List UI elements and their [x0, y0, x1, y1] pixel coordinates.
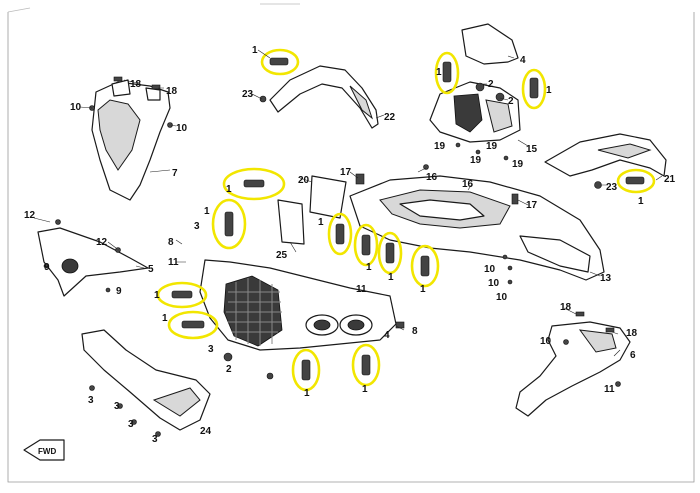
highlight-ring: [260, 48, 300, 76]
highlight-ring: [410, 244, 440, 288]
callout-19: 19: [434, 141, 446, 152]
callout-8: 8: [168, 237, 174, 248]
callout-1: 1: [304, 388, 310, 399]
highlight-ring: [434, 51, 460, 95]
callout-10: 10: [496, 292, 508, 303]
callout-10: 10: [540, 336, 552, 347]
highlight-ring: [521, 68, 547, 110]
callout-18: 18: [130, 79, 142, 90]
callout-1: 1: [318, 217, 324, 228]
callout-6: 6: [630, 350, 636, 361]
callout-13: 13: [600, 273, 612, 284]
callout-3: 3: [128, 419, 134, 430]
callout-19: 19: [512, 159, 524, 170]
leader-lines: [33, 49, 663, 357]
callout-1: 1: [436, 67, 442, 78]
frame: [7, 12, 695, 483]
callout-1: 1: [154, 290, 160, 301]
callout-2: 2: [226, 364, 232, 375]
callout-7: 7: [172, 168, 178, 179]
highlight-ring: [351, 343, 381, 387]
callout-8: 8: [412, 326, 418, 337]
right-lower-panel: [515, 311, 631, 417]
callout-17: 17: [526, 200, 538, 211]
callout-25: 25: [276, 250, 288, 261]
highlight-ring: [353, 223, 379, 267]
highlight-ring: [616, 168, 656, 194]
callout-18: 18: [166, 86, 178, 97]
highlight-ring: [327, 212, 353, 256]
callout-5: 5: [148, 264, 154, 275]
callout-10: 10: [176, 123, 188, 134]
callout-12: 12: [96, 237, 108, 248]
fwd-badge-text: FWD: [38, 447, 56, 456]
callout-3: 3: [114, 401, 120, 412]
callout-3: 3: [152, 434, 158, 445]
callout-9: 9: [44, 262, 50, 273]
callout-19: 19: [486, 141, 498, 152]
callout-1: 1: [252, 45, 258, 56]
callout-17: 17: [340, 167, 352, 178]
callout-18: 18: [560, 302, 572, 313]
callout-4: 4: [384, 330, 390, 341]
callout-9: 9: [116, 286, 122, 297]
callout-20: 20: [298, 175, 310, 186]
callout-22: 22: [384, 112, 396, 123]
handlebar-cover-assembly: [429, 23, 521, 161]
highlight-ring: [291, 348, 321, 392]
left-side-panel: [89, 76, 173, 201]
callout-2: 2: [488, 79, 494, 90]
callout-3: 3: [208, 344, 214, 355]
callout-1: 1: [546, 85, 552, 96]
callout-1: 1: [362, 384, 368, 395]
callout-12: 12: [24, 210, 36, 221]
callout-1: 1: [420, 284, 426, 295]
callout-1: 1: [162, 313, 168, 324]
front-fender-arch: [259, 65, 379, 129]
decal-plates: [277, 175, 347, 245]
callout-1: 1: [204, 206, 210, 217]
callout-23: 23: [606, 182, 618, 193]
callout-1: 1: [366, 262, 372, 273]
highlight-ring: [211, 198, 247, 250]
highlight-ring: [156, 281, 208, 309]
callout-16: 16: [462, 179, 474, 190]
callout-23: 23: [242, 89, 254, 100]
left-lower-panel: [37, 219, 149, 297]
right-front-fender: [544, 133, 667, 189]
callout-11: 11: [356, 284, 367, 295]
lower-skid-plate: [81, 329, 211, 437]
callout-15: 15: [526, 144, 538, 155]
front-grille: [199, 259, 405, 380]
highlight-ring: [167, 310, 219, 340]
callout-1: 1: [388, 272, 394, 283]
fastener-highlights: [156, 48, 656, 392]
callout-1: 1: [226, 184, 232, 195]
callout-3: 3: [194, 221, 200, 232]
callout-4: 4: [520, 55, 526, 66]
callout-10: 10: [484, 264, 496, 275]
highlight-ring: [222, 167, 286, 201]
callout-10: 10: [70, 102, 82, 113]
callout-21: 21: [664, 174, 676, 185]
callout-2: 2: [508, 96, 514, 107]
callout-18: 18: [626, 328, 638, 339]
callout-19: 19: [470, 155, 482, 166]
callout-labels: 1 1 1 1 1 1 1 1 1 1 1 1 1 1 2 2 2 3 3 3 …: [24, 45, 676, 445]
callout-10: 11: [604, 384, 615, 395]
callout-10: 10: [488, 278, 500, 289]
main-body-rack: [349, 164, 605, 285]
highlight-ring: [377, 231, 403, 275]
callout-11: 11: [168, 257, 179, 268]
callout-24: 24: [200, 426, 212, 437]
fwd-direction-badge: FWD: [23, 439, 65, 461]
callout-16: 16: [426, 172, 438, 183]
callout-3: 3: [88, 395, 94, 406]
callout-1: 1: [638, 196, 644, 207]
